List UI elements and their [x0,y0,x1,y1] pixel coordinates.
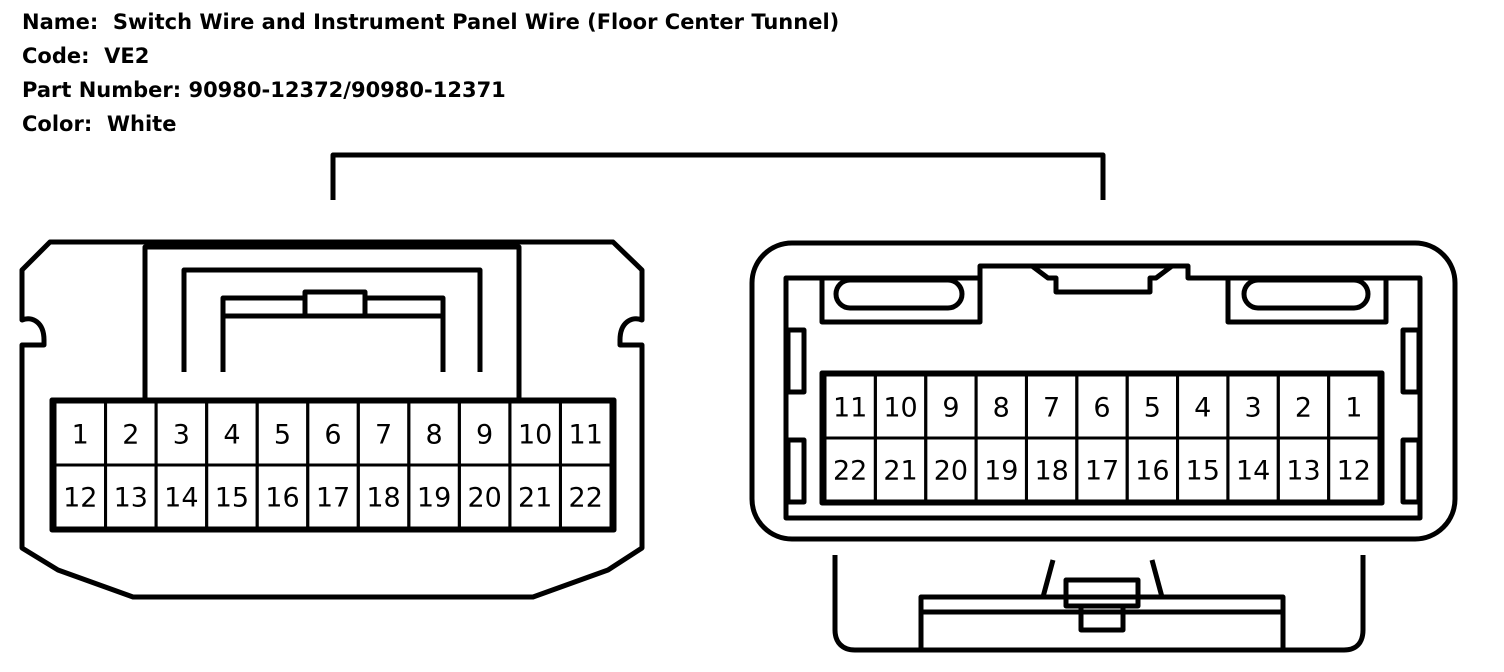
left-pin-number: 3 [173,420,190,451]
right-pin-number: 18 [1034,456,1068,487]
left-pin-number: 21 [518,483,552,514]
right-pin-number: 2 [1295,393,1312,424]
right-pin-number: 15 [1186,456,1220,487]
name-label: Name: [22,10,99,34]
right-terminal-block [819,370,1385,506]
right-pin-number: 16 [1135,456,1169,487]
right-pin-number: 21 [883,456,917,487]
left-pin-number: 7 [375,420,392,451]
name-line: Name: Switch Wire and Instrument Panel W… [22,10,839,34]
right-pin-number: 17 [1085,456,1119,487]
right-pin-number: 10 [883,393,917,424]
left-pin-number: 10 [518,420,552,451]
right-pin-number: 3 [1244,393,1261,424]
part-number-line: Part Number: 90980-12372/90980-12371 [22,78,506,102]
right-pin-number: 22 [833,456,867,487]
right-connector-outline [749,240,1458,542]
left-pin-number: 5 [274,420,291,451]
color-value: White [106,112,177,136]
left-pin-number: 18 [366,483,400,514]
right-side-slot [785,437,807,505]
left-pin-number: 20 [467,483,501,514]
right-pin-number: 11 [833,393,867,424]
left-pin-number: 16 [265,483,299,514]
color-label: Color: [22,112,93,136]
code-line: Code: VE2 [22,44,149,68]
right-pin-cell [1327,436,1381,503]
left-pin-number: 4 [223,420,240,451]
right-pin-number: 19 [984,456,1018,487]
left-pin-number: 6 [324,420,341,451]
right-side-slot [785,327,807,395]
left-pin-number: 17 [316,483,350,514]
left-terminal-block [49,397,617,533]
color-line: Color: White [22,112,176,136]
right-pin-number: 20 [934,456,968,487]
right-side-slot [1400,327,1422,395]
right-bottom-latch [1063,577,1141,609]
left-pin-number: 1 [72,420,89,451]
right-latch-recess [819,278,983,325]
part-number-value: 90980-12372/90980-12371 [188,78,506,102]
right-pin-number: 1 [1345,393,1362,424]
right-pin-number: 9 [942,393,959,424]
part-number-label: Part Number: [22,78,182,102]
right-pin-number: 8 [993,393,1010,424]
right-latch-recess [1225,278,1389,325]
right-pin-number: 5 [1144,393,1161,424]
right-pin-number: 6 [1093,393,1110,424]
left-pin-number: 11 [569,420,603,451]
left-pin-number: 9 [476,420,493,451]
left-pin-number: 19 [417,483,451,514]
left-pin-number: 12 [63,483,97,514]
right-lock-tab [1030,264,1174,295]
left-latch-inner [181,267,483,372]
left-pin-number: 8 [425,420,442,451]
left-pin-number: 14 [164,483,198,514]
right-oval-slot [833,277,965,311]
left-lock-tab [220,289,446,372]
right-pin-number: 13 [1286,456,1320,487]
code-label: Code: [22,44,90,68]
pairing-bracket [330,152,1106,200]
left-pin-cell [558,463,613,530]
left-pin-number: 13 [114,483,148,514]
left-latch-frame [142,244,522,400]
name-value: Switch Wire and Instrument Panel Wire (F… [112,10,840,34]
left-pin-number: 15 [215,483,249,514]
left-pin-number: 22 [569,483,603,514]
left-connector-outline [19,239,645,600]
right-pin-number: 4 [1194,393,1211,424]
right-oval-slot [1241,277,1371,311]
right-side-slot [1400,437,1422,505]
right-bottom-housing [832,555,1366,653]
left-pin-number: 2 [122,420,139,451]
code-value: VE2 [104,44,150,68]
right-pin-number: 7 [1043,393,1060,424]
right-pin-number: 12 [1337,456,1371,487]
right-pin-number: 14 [1236,456,1270,487]
